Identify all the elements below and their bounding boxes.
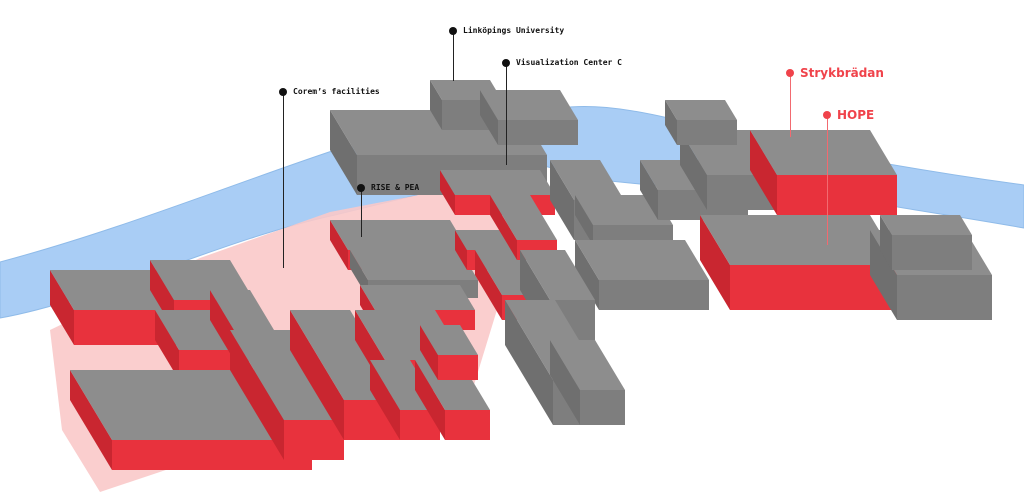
building-facade	[580, 390, 625, 425]
building-roof	[700, 215, 900, 265]
label-strykbradan[interactable]: Strykbrädan	[786, 66, 884, 80]
building-facade	[677, 120, 737, 145]
label-text: Strykbrädan	[800, 66, 884, 80]
building-side	[870, 230, 897, 320]
building-side	[575, 240, 599, 310]
building-roof	[520, 250, 595, 300]
building-side	[880, 215, 892, 270]
building-side	[330, 220, 348, 270]
building-facade	[730, 265, 900, 310]
building-side	[490, 195, 517, 260]
building-roof	[230, 330, 344, 420]
building-side	[370, 360, 400, 440]
building-facade	[400, 410, 440, 440]
building-roof	[550, 160, 624, 200]
rise-pin-line	[361, 189, 362, 237]
label-text: RISE & PEA	[371, 183, 420, 192]
hope-pin-line	[827, 117, 828, 245]
building-facade	[897, 275, 992, 320]
vcc-pin-line	[506, 63, 507, 165]
pin-dot-icon	[502, 58, 510, 67]
building-roof	[880, 215, 972, 235]
building-roof	[350, 250, 478, 280]
building-side	[230, 330, 284, 460]
label-hope[interactable]: HOPE	[823, 108, 874, 122]
building-facade	[599, 280, 709, 310]
building-roof	[360, 285, 475, 310]
building-facade	[284, 420, 344, 460]
building-side	[640, 160, 658, 220]
building-side	[475, 250, 502, 320]
building-side	[210, 290, 234, 360]
building-side	[680, 130, 707, 210]
building-side	[440, 170, 455, 215]
building-facade	[112, 440, 312, 470]
building-roof	[490, 195, 557, 240]
building-side	[415, 360, 445, 440]
building-side	[700, 215, 730, 310]
pin-dot-icon	[823, 111, 831, 119]
label-vcc[interactable]: Visualization Center C	[502, 58, 622, 67]
building-side	[665, 100, 677, 145]
strykbradan-pin-line	[790, 75, 791, 137]
building-roof	[480, 90, 578, 120]
building-roof	[575, 240, 709, 280]
building-side	[505, 300, 553, 425]
building-roof	[665, 100, 737, 120]
building-facade	[892, 235, 972, 270]
building-side	[420, 325, 438, 380]
building-side	[50, 270, 74, 345]
corem-pin-line	[283, 92, 284, 268]
label-corem[interactable]: Corem’s facilities	[279, 87, 380, 96]
pin-dot-icon	[449, 26, 457, 35]
building-side	[480, 90, 498, 145]
building-side	[330, 110, 357, 195]
liu-pin-line	[453, 31, 454, 81]
building-facade	[777, 175, 897, 215]
building-side	[550, 340, 580, 425]
label-rise-pea[interactable]: RISE & PEA	[357, 183, 419, 192]
building-side	[155, 310, 179, 380]
pin-dot-icon	[279, 87, 287, 96]
building-roof	[750, 130, 897, 175]
building-facade	[438, 355, 478, 380]
label-text: Corem’s facilities	[293, 87, 380, 96]
building-roof	[330, 220, 468, 250]
pin-dot-icon	[786, 69, 794, 77]
building-side	[750, 130, 777, 215]
label-text: Visualization Center C	[516, 58, 622, 67]
building-side	[290, 310, 344, 440]
building-facade	[445, 410, 490, 440]
building-facade	[498, 120, 578, 145]
building-roof	[420, 325, 478, 355]
building-side	[550, 160, 574, 240]
building-side	[430, 80, 442, 130]
label-text: HOPE	[837, 108, 875, 122]
label-liu[interactable]: Linköpings University	[449, 26, 564, 35]
building-roof	[440, 170, 555, 195]
label-text: Linköpings University	[463, 26, 565, 35]
building-side	[70, 370, 112, 470]
building-side	[575, 195, 593, 245]
building-roof	[550, 340, 625, 390]
building-side	[455, 230, 467, 270]
pin-dot-icon	[357, 183, 365, 192]
building-roof	[210, 290, 274, 330]
